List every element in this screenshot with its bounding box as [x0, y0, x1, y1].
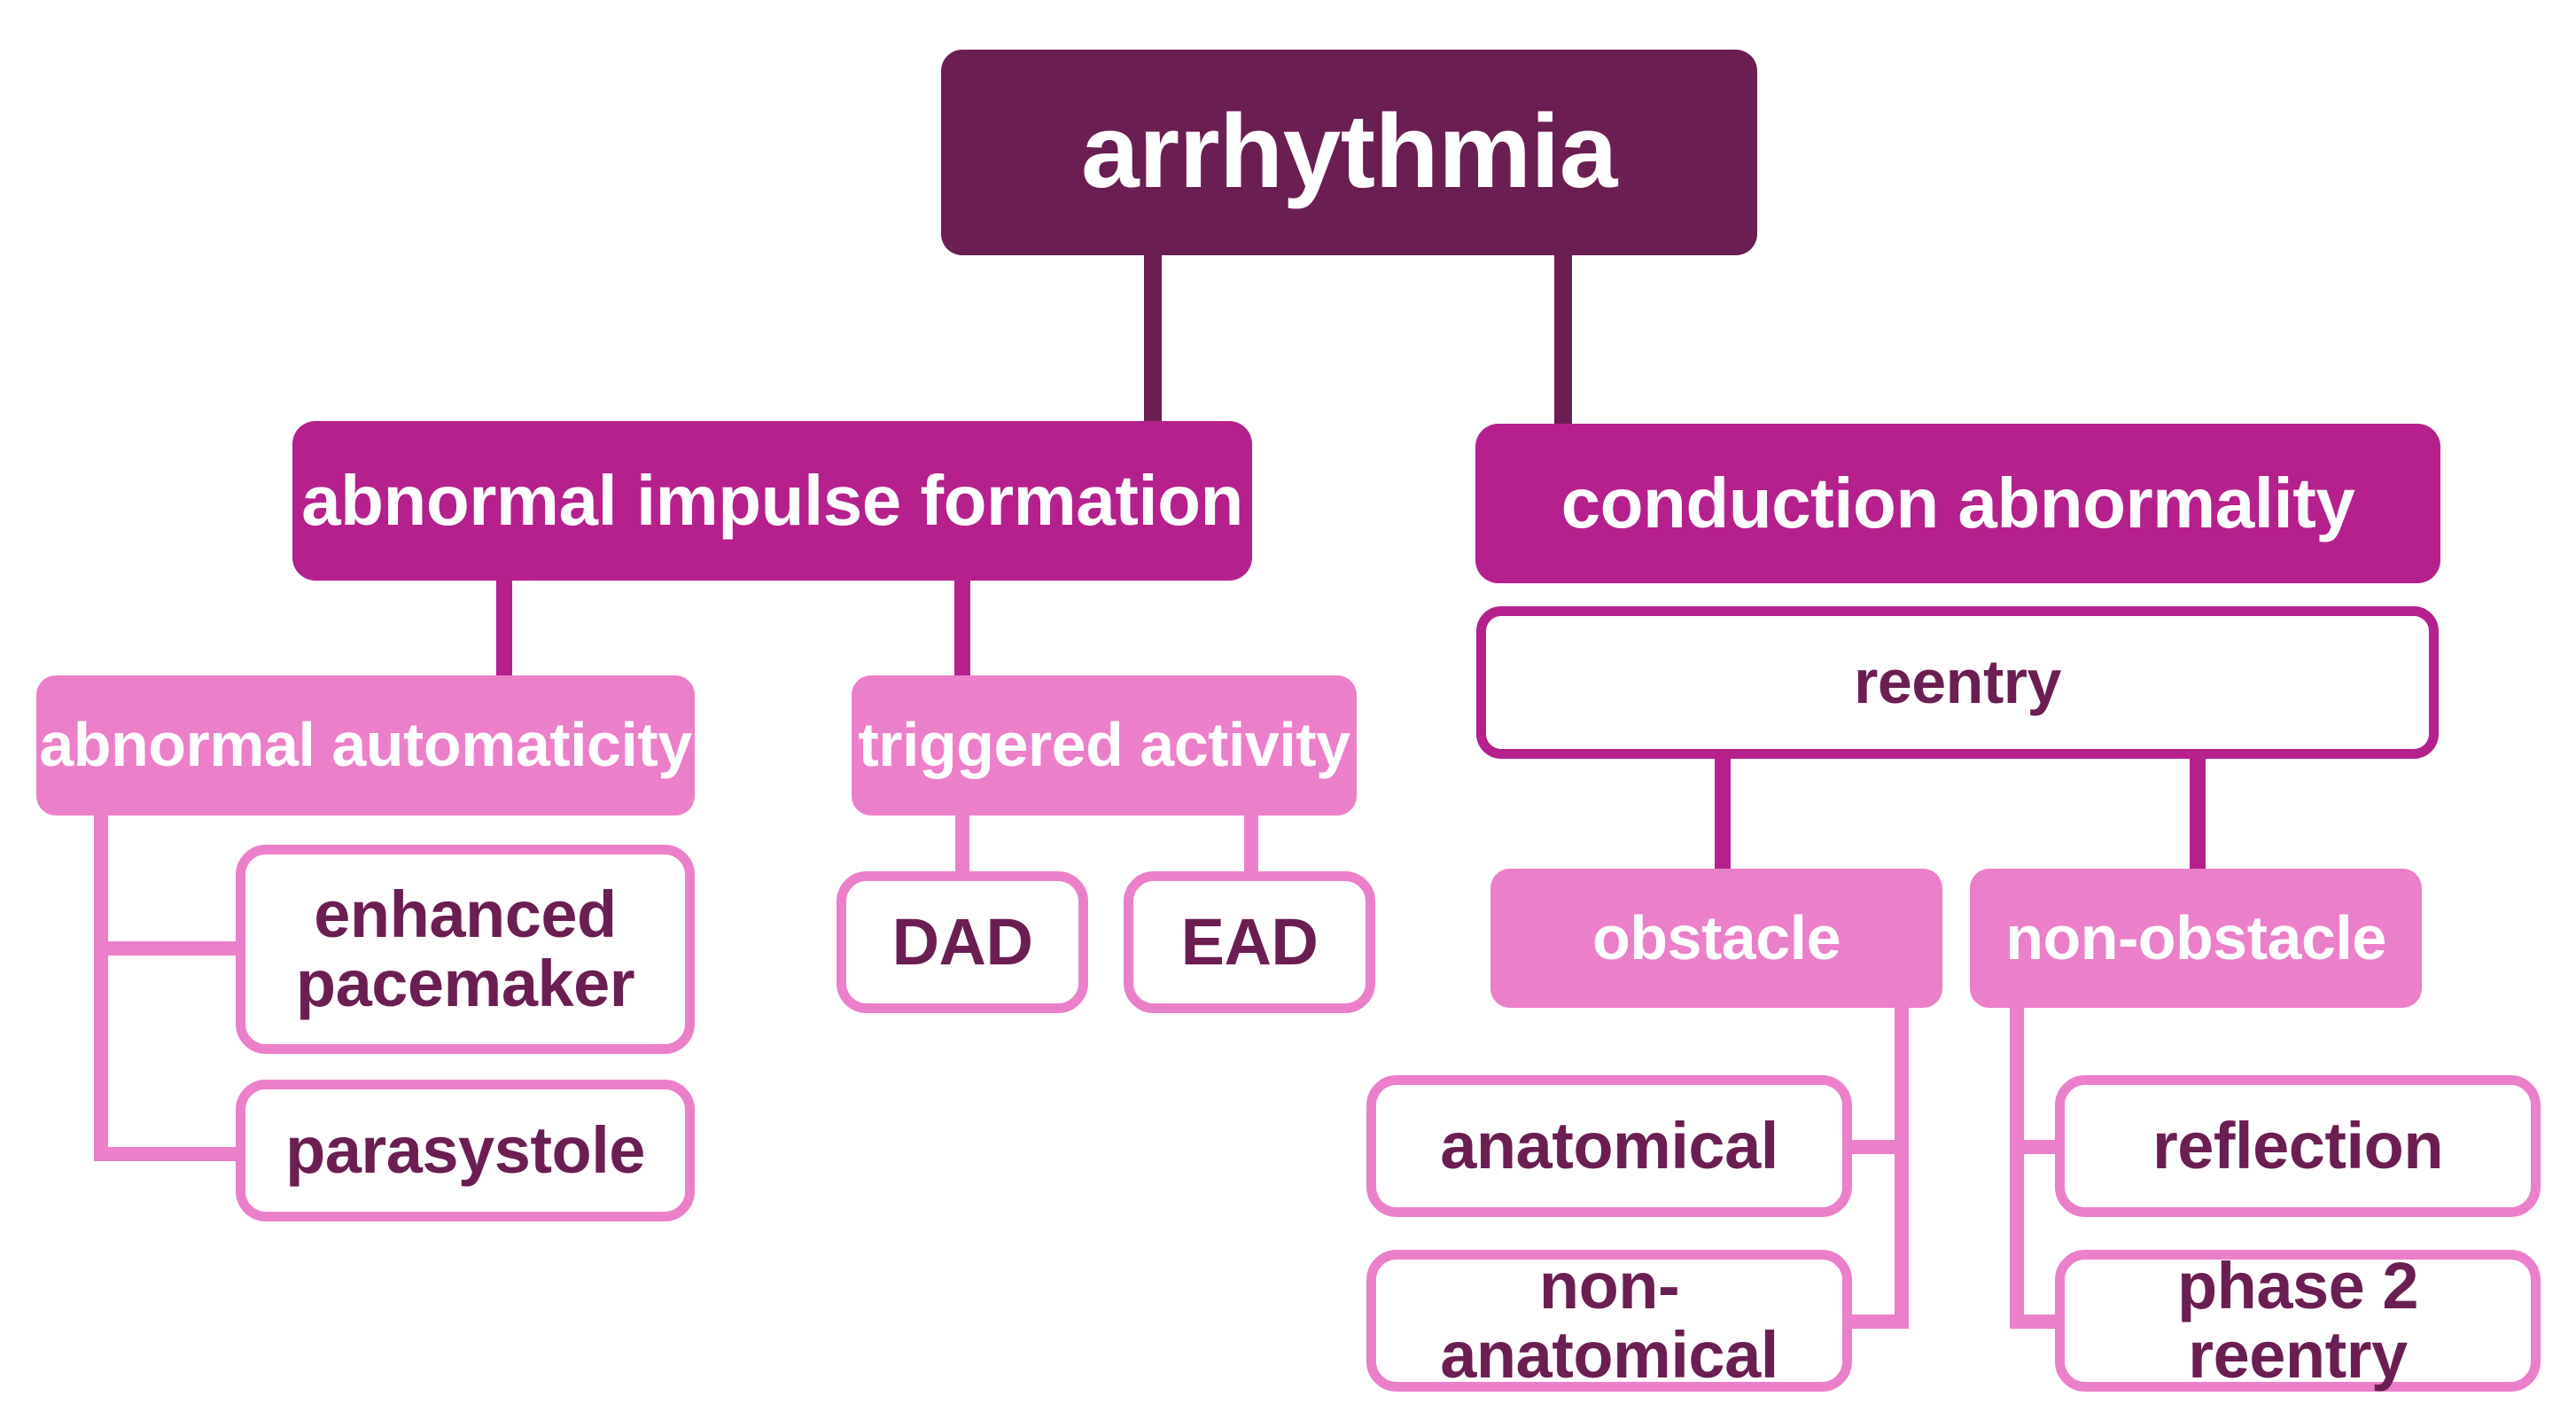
leaf-enhanced-pacemaker: enhanced pacemaker — [236, 845, 695, 1054]
leaf-non-anatomical: non-anatomical — [1366, 1250, 1852, 1392]
leaf-dad: DAD — [837, 871, 1088, 1013]
node-non-obstacle: non-obstacle — [1970, 869, 2422, 1008]
branch-abnormal-impulse-formation: abnormal impulse formation — [292, 421, 1252, 581]
leaf-reflection: reflection — [2055, 1075, 2541, 1217]
leaf-label: parasystole — [285, 1113, 645, 1188]
leaf-label: DAD — [891, 905, 1033, 979]
leaf-anatomical: anatomical — [1366, 1075, 1852, 1217]
leaf-label: phase 2 reentry — [2176, 1249, 2419, 1392]
leaf-parasystole: parasystole — [236, 1080, 695, 1221]
node-label: obstacle — [1592, 902, 1841, 972]
leaf-ead: EAD — [1124, 871, 1375, 1013]
leaf-label: reflection — [2152, 1109, 2444, 1183]
node-label: reentry — [1854, 647, 2061, 717]
node-label: triggered activity — [858, 710, 1350, 780]
leaf-label: non-anatomical — [1440, 1249, 1778, 1392]
leaf-label: enhanced pacemaker — [295, 878, 635, 1020]
branch-label: abnormal impulse formation — [301, 461, 1243, 540]
node-label: abnormal automaticity — [39, 710, 692, 780]
branch-conduction-abnormality: conduction abnormality — [1475, 424, 2440, 583]
node-obstacle: obstacle — [1490, 869, 1942, 1008]
branch-label: conduction abnormality — [1560, 464, 2355, 542]
leaf-phase-2-reentry: phase 2 reentry — [2055, 1250, 2541, 1392]
node-abnormal-automaticity: abnormal automaticity — [36, 675, 695, 815]
node-triggered-activity: triggered activity — [852, 675, 1357, 815]
root-arrhythmia: arrhythmia — [941, 50, 1757, 255]
node-reentry: reentry — [1476, 606, 2439, 759]
leaf-label: EAD — [1180, 905, 1319, 979]
node-label: non-obstacle — [2005, 902, 2386, 972]
leaf-label: anatomical — [1440, 1109, 1778, 1183]
root-label: arrhythmia — [1081, 93, 1617, 211]
